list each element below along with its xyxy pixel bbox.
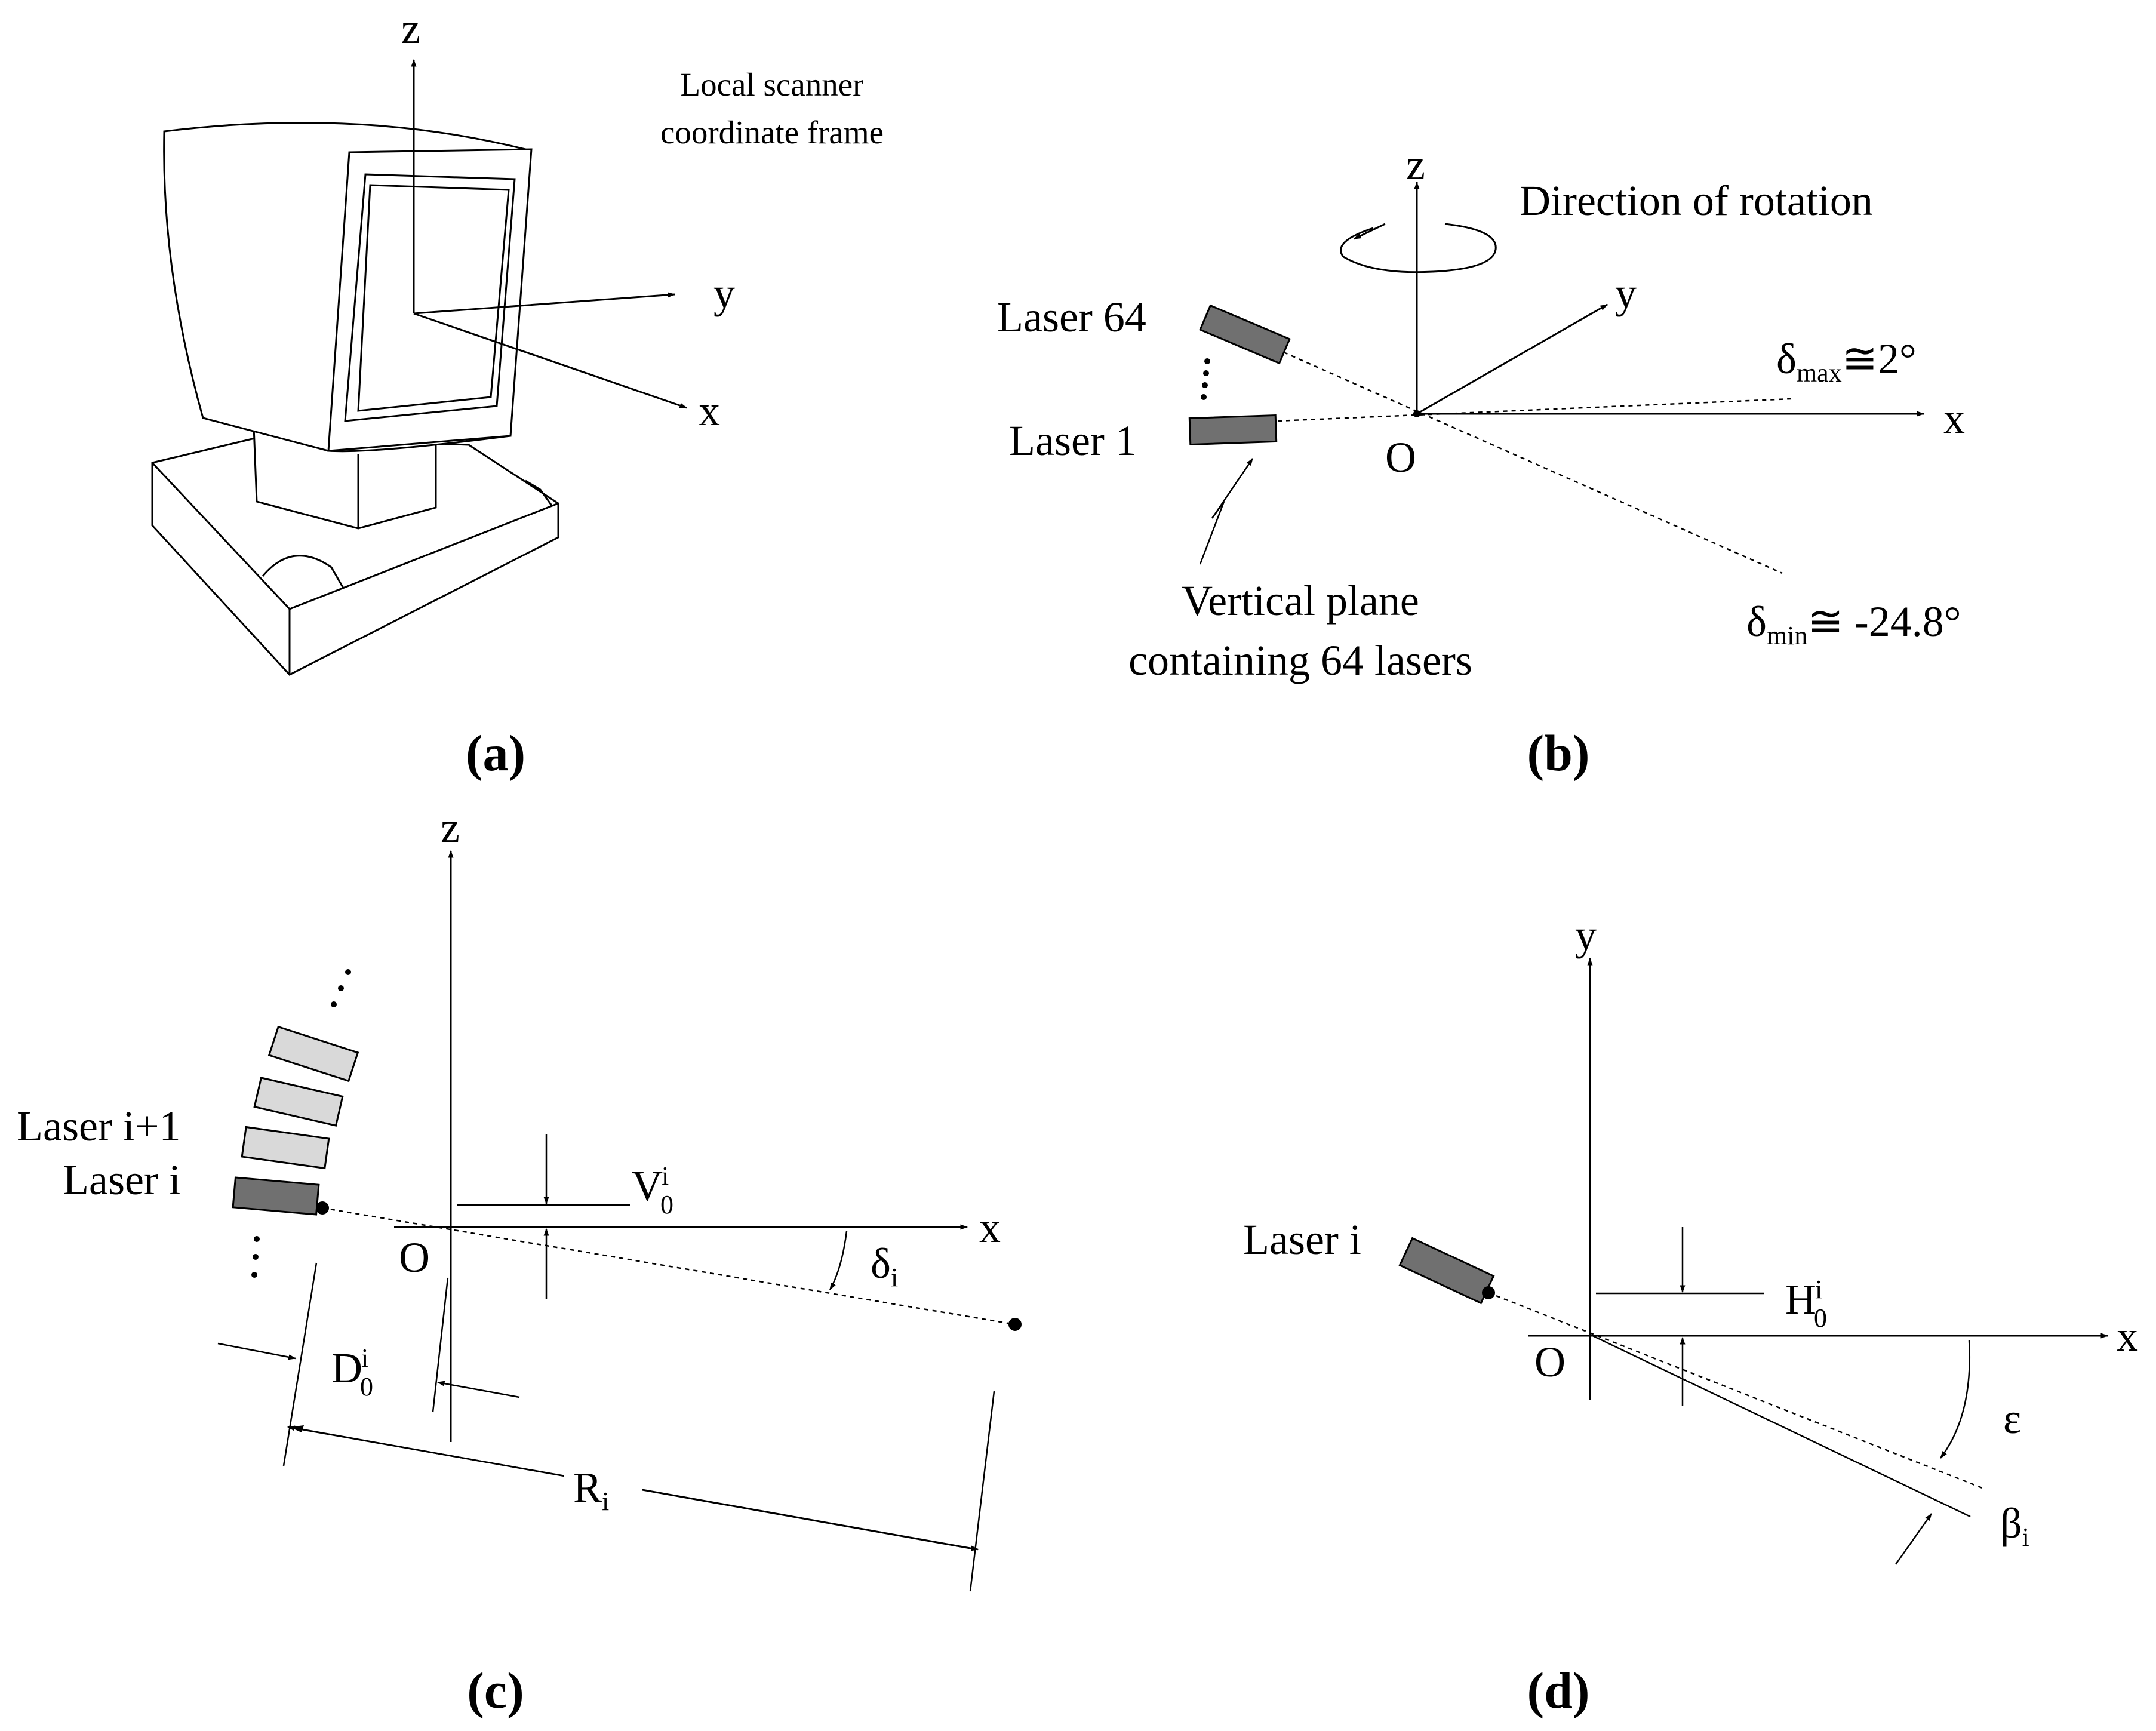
ri-ext-right xyxy=(969,1391,995,1592)
delta-max-beam xyxy=(1277,398,1792,422)
laser-next-label: Laser i+1 xyxy=(17,1102,181,1150)
rotation-label: Direction of rotation xyxy=(1520,177,1873,225)
laser-dots xyxy=(1201,358,1210,400)
laser-1-icon xyxy=(1188,414,1278,446)
panel-b: z y x O Direction of rotation Laser 64 L… xyxy=(997,141,1965,782)
laser-i-label: Laser i xyxy=(1243,1216,1361,1263)
laser-i-icon xyxy=(232,1176,320,1216)
panel-d: y x O Laser i H0i ε βi (d) xyxy=(1243,911,2138,1719)
beam-solid xyxy=(1589,1333,1971,1518)
beta-pointer xyxy=(1894,1512,1933,1565)
x-axis-label: x xyxy=(1943,395,1965,442)
caption-a: (a) xyxy=(466,724,525,782)
stack-dots-top xyxy=(331,969,351,1007)
epsilon-arc xyxy=(1940,1340,1971,1459)
origin-label: O xyxy=(1385,433,1416,481)
laser-stack xyxy=(232,1025,359,1216)
beam-dashed xyxy=(1488,1292,1983,1489)
panel-a: z y x Local scanner coordinate frame (a) xyxy=(151,5,884,782)
y-axis-label: y xyxy=(1575,911,1597,959)
laser-i-icon xyxy=(1398,1237,1495,1305)
stack-dots-bottom xyxy=(251,1236,260,1278)
laser-1-label: Laser 1 xyxy=(1009,417,1137,465)
d0-label: D0i xyxy=(331,1343,373,1401)
scanner-axes xyxy=(411,59,688,409)
y-axis xyxy=(413,292,676,315)
plane-pointer xyxy=(1199,457,1254,565)
d0-arrow-right xyxy=(217,1342,297,1360)
frame-label-line2: coordinate frame xyxy=(660,114,884,150)
beta-label: βi xyxy=(2000,1499,2029,1552)
scanner-monitor-drawing xyxy=(151,121,559,676)
origin-label: O xyxy=(1534,1338,1566,1386)
delta-i-arc xyxy=(829,1231,848,1291)
caption-b: (b) xyxy=(1527,724,1589,782)
v0-label: V0i xyxy=(632,1161,673,1219)
delta-min-beam xyxy=(1283,351,1783,574)
h0-label: H0i xyxy=(1785,1275,1827,1333)
d0-ext-right xyxy=(432,1277,449,1413)
plane-label-line2: containing 64 lasers xyxy=(1128,637,1472,684)
ri-label-bg xyxy=(564,1454,642,1514)
delta-i-label: δi xyxy=(871,1240,898,1292)
z-axis-label: z xyxy=(441,804,460,851)
panel-c: z x O Laser i+1 Laser i V0i xyxy=(17,804,1022,1719)
delta-max-label: δmax≅2° xyxy=(1776,335,1917,388)
frame-label-line1: Local scanner xyxy=(681,66,864,103)
d0-ext-left xyxy=(282,1262,318,1466)
laser-64-label: Laser 64 xyxy=(997,293,1146,341)
ri-label: Ri xyxy=(573,1463,609,1516)
ri-arrow-right xyxy=(632,1487,979,1551)
caption-d: (d) xyxy=(1527,1662,1589,1719)
x-axis xyxy=(413,312,688,409)
y-axis-label: y xyxy=(713,269,735,317)
z-axis-label: z xyxy=(401,5,420,53)
d0-arrow-left xyxy=(436,1381,520,1398)
rotation-arrow-icon xyxy=(1340,223,1497,273)
target-point xyxy=(1008,1318,1022,1331)
plane-label-line1: Vertical plane xyxy=(1182,577,1419,625)
z-axis-label: z xyxy=(1406,141,1425,189)
x-axis-label: x xyxy=(979,1204,1001,1252)
x-axis-label: x xyxy=(699,387,720,435)
delta-min-label: δmin≅ -24.8° xyxy=(1746,598,1961,650)
laser-64-icon xyxy=(1199,304,1291,365)
origin-label: O xyxy=(399,1234,430,1281)
y-axis xyxy=(1416,303,1608,415)
laser-i-label: Laser i xyxy=(63,1156,181,1204)
x-axis-label: x xyxy=(2117,1312,2138,1360)
caption-c: (c) xyxy=(467,1662,524,1719)
beam xyxy=(322,1207,1016,1326)
epsilon-label: ε xyxy=(2003,1395,2021,1443)
y-axis-label: y xyxy=(1615,269,1637,317)
